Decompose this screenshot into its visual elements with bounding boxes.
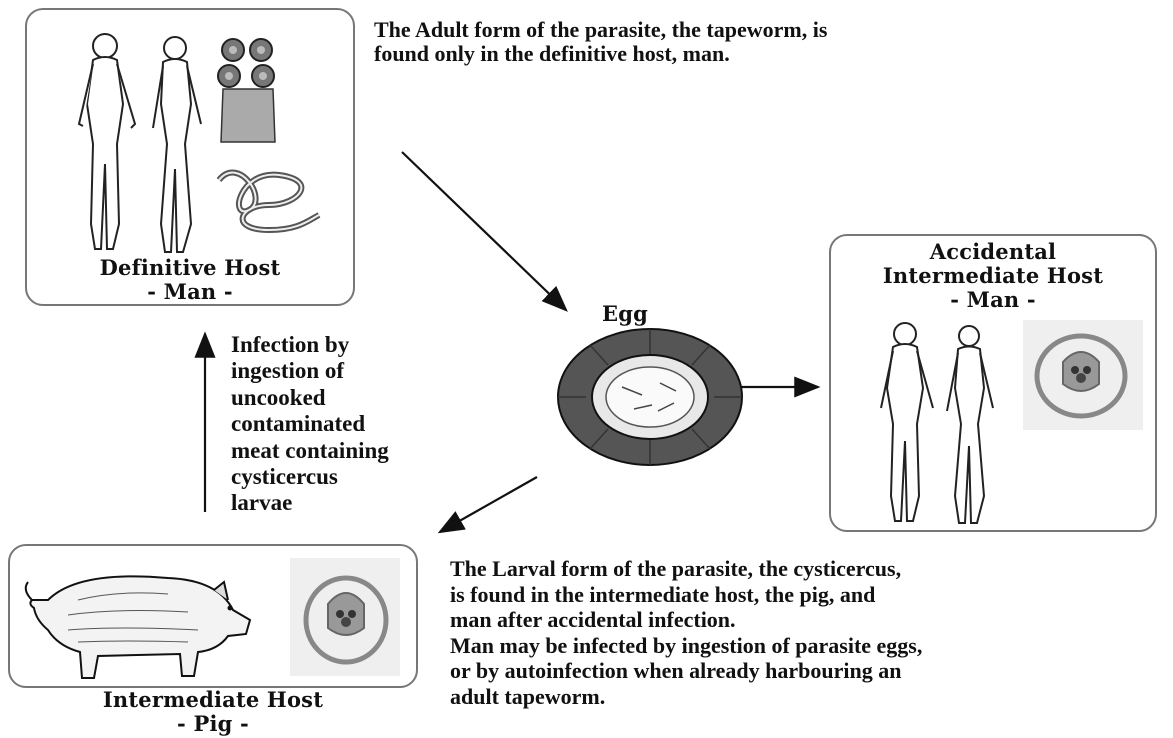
arrow-host-to-egg <box>402 152 566 310</box>
egg-illustration <box>550 325 750 475</box>
arrow-egg-to-pig <box>440 477 537 532</box>
adult-form-note: The Adult form of the parasite, the tape… <box>374 18 827 66</box>
intermediate-host-title: Intermediate Host <box>8 688 418 712</box>
larval-line-3: man after accidental infection. <box>450 607 922 633</box>
infection-line-2: ingestion of <box>231 358 389 384</box>
infection-line-6: cysticercus <box>231 464 389 490</box>
definitive-host-subtitle: - Man - <box>27 280 353 304</box>
infection-note: Infection by ingestion of uncooked conta… <box>231 332 389 517</box>
infection-line-7: larvae <box>231 490 389 516</box>
accidental-host-title-line1: Accidental <box>831 240 1155 264</box>
definitive-host-box: Definitive Host - Man - <box>25 8 355 306</box>
infection-line-1: Infection by <box>231 332 389 358</box>
adult-note-line-1: The Adult form of the parasite, the tape… <box>374 18 827 42</box>
larval-line-2: is found in the intermediate host, the p… <box>450 582 922 608</box>
intermediate-host-box <box>8 544 418 688</box>
accidental-host-title-line2: Intermediate Host <box>831 264 1155 288</box>
cysticercus-illustration <box>1023 320 1143 430</box>
larval-form-note: The Larval form of the parasite, the cys… <box>450 556 922 709</box>
larval-line-4: Man may be infected by ingestion of para… <box>450 633 922 659</box>
infection-line-3: uncooked <box>231 385 389 411</box>
definitive-host-title: Definitive Host <box>27 256 353 280</box>
intermediate-host-subtitle: - Pig - <box>8 712 418 736</box>
larval-line-1: The Larval form of the parasite, the cys… <box>450 556 922 582</box>
larval-line-5: or by autoinfection when already harbour… <box>450 658 922 684</box>
larval-line-6: adult tapeworm. <box>450 684 922 710</box>
infection-line-4: contaminated <box>231 411 389 437</box>
adult-note-line-2: found only in the definitive host, man. <box>374 42 827 66</box>
scolex-illustration <box>213 34 283 144</box>
accidental-host-subtitle: - Man - <box>831 288 1155 312</box>
human-couple-illustration-2 <box>861 316 1041 531</box>
cysticercus-illustration-pig <box>290 558 400 676</box>
infection-line-5: meat containing <box>231 438 389 464</box>
accidental-host-box: Accidental Intermediate Host - Man - <box>829 234 1157 532</box>
pig-illustration <box>18 560 258 680</box>
tapeworm-illustration <box>209 150 329 240</box>
egg-label: Egg <box>580 302 670 326</box>
